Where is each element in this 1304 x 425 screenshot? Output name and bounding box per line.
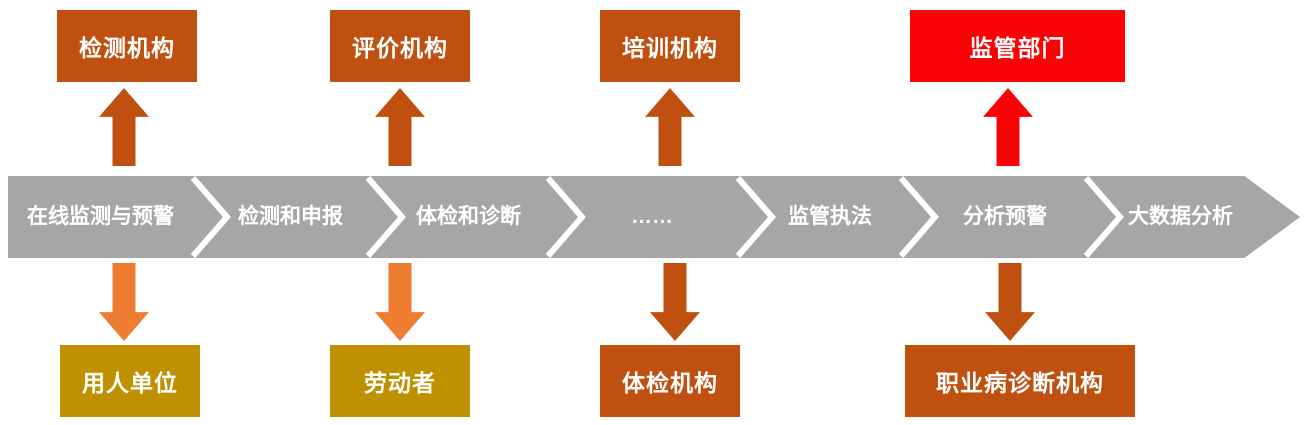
employer-label: 用人单位 [82, 370, 178, 396]
up-arrow-2 [375, 88, 425, 166]
worker-box: 劳动者 [330, 345, 470, 417]
band-segment-enforcement: 监管执法 [788, 205, 872, 228]
evaluation-agency-label: 评价机构 [352, 35, 448, 61]
down-arrow-2 [375, 263, 425, 341]
evaluation-agency-box: 评价机构 [330, 10, 470, 82]
occupational-disease-diagnosis-agency-box: 职业病诊断机构 [905, 345, 1135, 417]
inspection-agency-label: 检测机构 [79, 35, 175, 61]
down-arrow-4 [985, 263, 1035, 341]
band-chevron-separators [190, 176, 1124, 258]
physical-exam-agency-box: 体检机构 [600, 345, 740, 417]
training-agency-label: 培训机构 [622, 35, 718, 61]
up-arrow-3 [645, 88, 695, 166]
training-agency-box: 培训机构 [600, 10, 740, 82]
up-arrow-4 [983, 88, 1033, 166]
band-segment-big-data: 大数据分析 [1128, 205, 1233, 228]
band-segment-analysis-warning: 分析预警 [963, 205, 1047, 228]
occupational-disease-diagnosis-agency-label: 职业病诊断机构 [936, 370, 1104, 396]
regulatory-department-box: 监管部门 [910, 10, 1125, 82]
inspection-agency-box: 检测机构 [57, 10, 197, 82]
band-segment-ellipsis: …… [631, 205, 673, 228]
down-arrow-3 [650, 263, 700, 341]
down-arrow-1 [99, 263, 149, 341]
process-band: 在线监测与预警 检测和申报 体检和诊断 …… 监管执法 分析预警 大数据分析 [8, 176, 1300, 258]
physical-exam-agency-label: 体检机构 [622, 370, 718, 396]
up-arrow-1 [99, 88, 149, 166]
employer-box: 用人单位 [60, 345, 200, 417]
worker-label: 劳动者 [364, 370, 436, 396]
band-segment-testing-declaration: 检测和申报 [238, 205, 343, 228]
band-segment-online-monitoring: 在线监测与预警 [27, 205, 174, 228]
band-segment-exam-diagnosis: 体检和诊断 [416, 205, 521, 228]
regulatory-department-label: 监管部门 [969, 35, 1066, 61]
